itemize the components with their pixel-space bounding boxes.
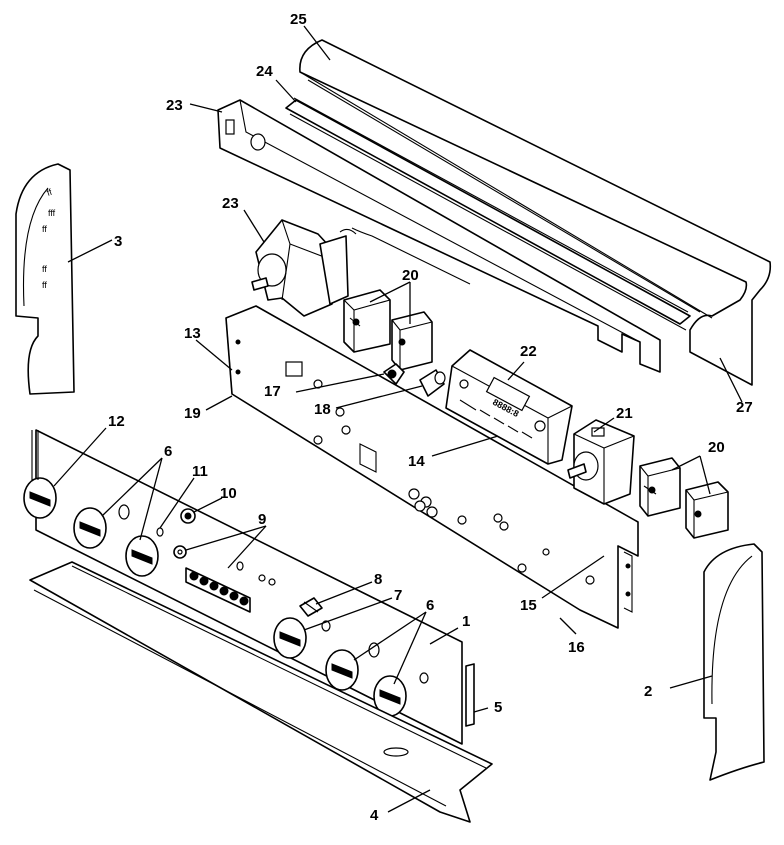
infinite-switch-lower-b (685, 481, 729, 539)
callout-23: 23 (222, 195, 239, 212)
grommet-9 (173, 545, 187, 559)
callout-20-upper: 20 (402, 267, 419, 284)
callout-14: 14 (408, 453, 425, 470)
svg-text:ff: ff (42, 280, 47, 290)
end-strip (465, 663, 475, 727)
svg-text:ff: ff (45, 187, 53, 198)
callout-9: 9 (258, 511, 266, 528)
infinite-switch-upper-b (391, 311, 433, 371)
left-end-cap: ff fff ff ff ff (15, 163, 75, 395)
callout-2: 2 (644, 683, 652, 700)
knob-6d (325, 649, 359, 691)
pushbutton-row (185, 567, 251, 613)
callout-3: 3 (114, 233, 122, 250)
electronic-control: 8888:8 (445, 349, 573, 465)
backguard-top-trim (299, 39, 772, 386)
callout-7: 7 (394, 587, 402, 604)
svg-text:ff: ff (42, 264, 47, 274)
callout-15: 15 (520, 597, 537, 614)
knob-6e (373, 675, 407, 717)
callout-17: 17 (264, 383, 281, 400)
callout-13: 13 (184, 325, 201, 342)
callout-24: 23 (166, 97, 183, 114)
callout-25: 24 (256, 63, 273, 80)
callout-27: 27 (736, 399, 753, 416)
callout-21: 21 (616, 405, 633, 422)
callout-16: 16 (568, 639, 585, 656)
wire-rod (351, 227, 471, 285)
callout-11: 11 (192, 463, 208, 480)
clock-motor (251, 219, 349, 317)
callout-10: 10 (220, 485, 237, 502)
callout-22: 22 (520, 343, 537, 360)
callout-12: 12 (108, 413, 125, 430)
infinite-switch-lower-a (639, 457, 681, 517)
callout-20-lower: 20 (708, 439, 725, 456)
right-end-cap (703, 543, 765, 781)
backguard-frame (217, 99, 661, 373)
callout-6-right: 6 (426, 597, 434, 614)
callout-5: 5 (494, 699, 502, 716)
callout-18: 18 (314, 401, 331, 418)
indicator-lens (419, 369, 446, 397)
svg-text:fff: fff (48, 208, 56, 218)
callout-19: 19 (184, 405, 201, 422)
knob-12 (23, 430, 57, 519)
callout-6-left: 6 (164, 443, 172, 460)
knob-6c (273, 617, 307, 659)
leader-lines (53, 25, 743, 813)
callout-8: 8 (374, 571, 382, 588)
indicator-light (383, 363, 405, 385)
oven-thermostat (567, 419, 635, 505)
trim-strip (285, 97, 691, 331)
knob-6a (73, 507, 107, 549)
bottom-trim-rail (29, 561, 493, 823)
callout-26: 25 (290, 11, 307, 28)
knob-6b (125, 535, 159, 577)
infinite-switch-upper-a (343, 289, 391, 353)
callout-4: 4 (370, 807, 379, 824)
callout-1: 1 (462, 613, 470, 630)
callout-labels: 25 24 23 3 23 20 27 13 17 18 19 22 21 14… (108, 11, 753, 824)
small-knob-10 (180, 508, 196, 524)
control-panel-bracket (225, 305, 639, 629)
shaft-8 (299, 597, 323, 617)
svg-text:ff: ff (42, 224, 47, 234)
